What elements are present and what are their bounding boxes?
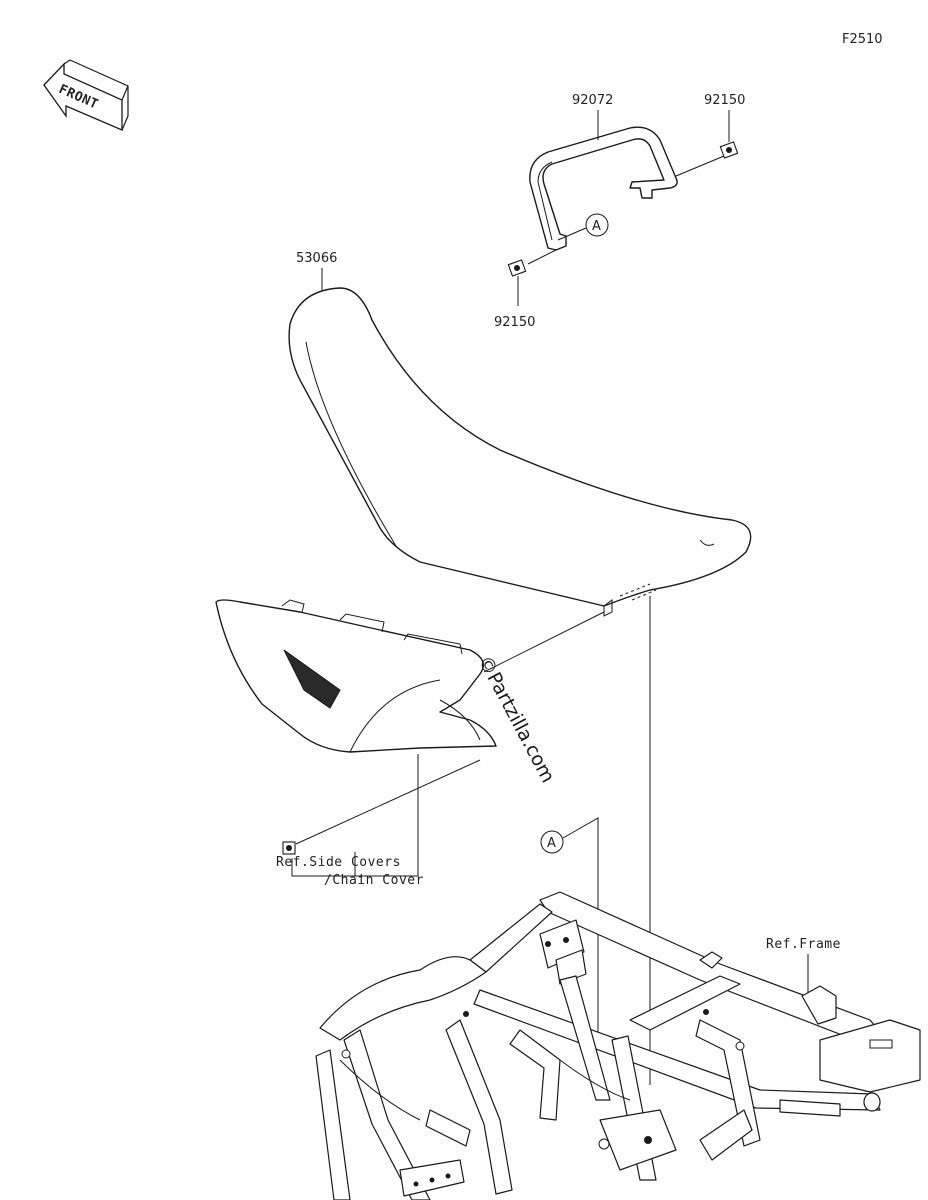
bolt-right-icon bbox=[675, 141, 739, 177]
bolt-left-part-number: 92150 bbox=[494, 315, 535, 330]
ref-chain-cover-label: /Chain Cover bbox=[324, 873, 424, 888]
grab-rail-part-number: 92072 bbox=[572, 93, 613, 108]
side-cover bbox=[215, 599, 497, 753]
front-arrow-icon: FRONT bbox=[43, 59, 129, 131]
side-cover-bolt-icon bbox=[282, 759, 481, 855]
callout-a-frame: A bbox=[540, 817, 599, 1040]
figure-code: F2510 bbox=[842, 32, 883, 47]
seat bbox=[288, 287, 752, 617]
bolt-left-icon bbox=[507, 249, 557, 306]
watermark: ©Partzilla.com bbox=[474, 652, 559, 786]
frame bbox=[315, 891, 921, 1200]
bolt-right-part-number: 92150 bbox=[704, 93, 745, 108]
callout-a-rail: A bbox=[557, 213, 609, 241]
svg-text:A: A bbox=[592, 219, 601, 234]
svg-text:A: A bbox=[547, 836, 556, 851]
grab-rail bbox=[529, 126, 678, 251]
seat-part-number: 53066 bbox=[296, 251, 337, 266]
ref-side-covers-label: Ref.Side Covers bbox=[276, 855, 401, 870]
ref-frame-label: Ref.Frame bbox=[766, 937, 841, 952]
